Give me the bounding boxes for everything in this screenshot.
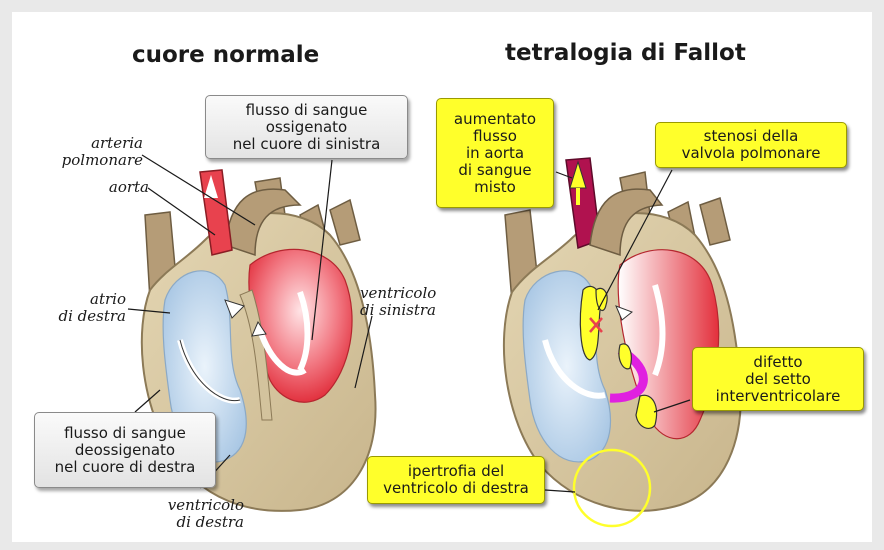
box-deoxygenated-flow: flusso di sangue deossigenato nel cuore …: [34, 412, 216, 488]
box-pulmonary-stenosis: stenosi della valvola polmonare: [655, 122, 847, 168]
box-septal-defect: difetto del setto interventricolare: [692, 347, 864, 411]
label-ventricolo-di-destra: ventricolo di destra: [140, 497, 244, 531]
box-increased-aorta-flow: aumentato flusso in aorta di sangue mist…: [436, 98, 554, 208]
title-tetralogy-of-fallot: tetralogia di Fallot: [505, 40, 746, 66]
box-rv-hypertrophy: ipertrofia del ventricolo di destra: [367, 456, 545, 504]
label-atrio-di-destra: atrio di destra: [30, 291, 126, 325]
title-normal-heart: cuore normale: [132, 42, 319, 68]
box-oxygenated-flow: flusso di sangue ossigenato nel cuore di…: [205, 95, 408, 159]
label-aorta: aorta: [95, 179, 149, 196]
label-ventricolo-di-sinistra: ventricolo di sinistra: [360, 285, 470, 319]
label-arteria-polmonare: arteria polmonare: [33, 135, 143, 169]
